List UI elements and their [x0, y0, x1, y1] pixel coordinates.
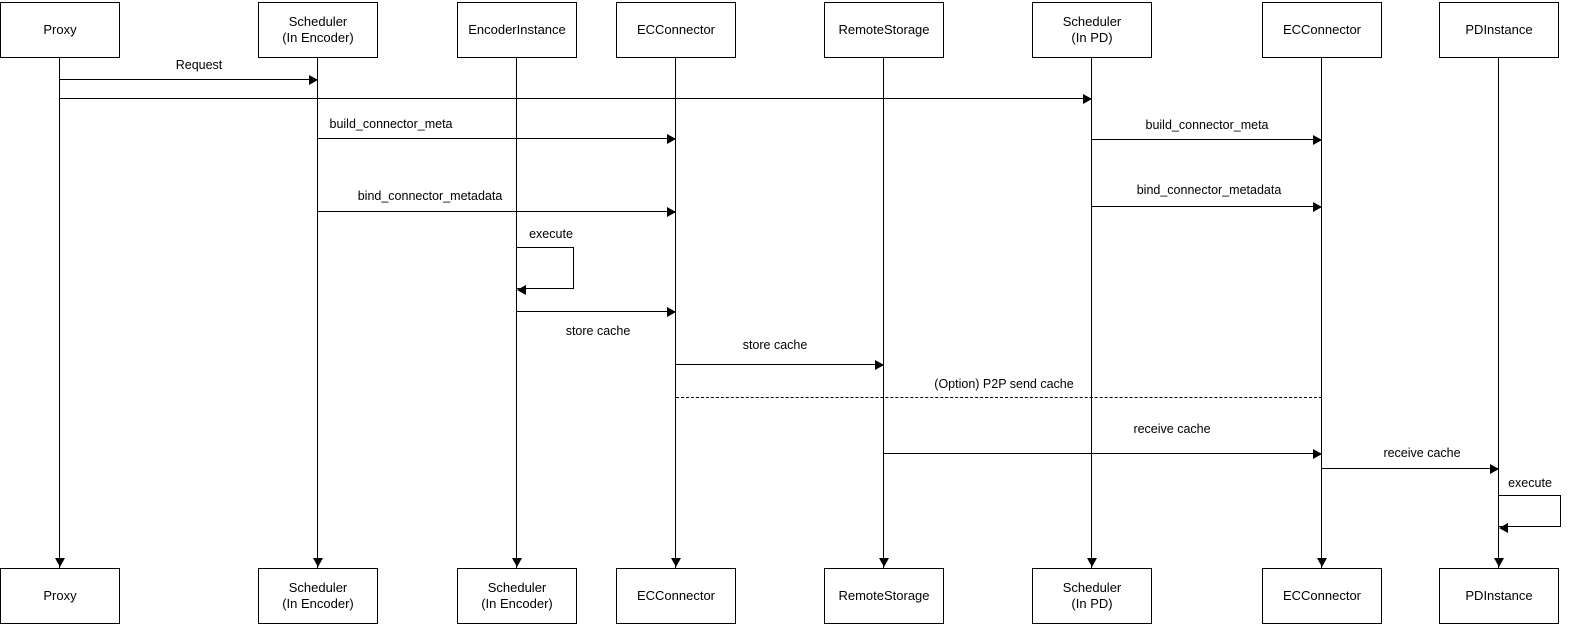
lifeline-ec-connector-pd — [1321, 58, 1323, 568]
self-message-loop-s2[interactable] — [1499, 495, 1561, 527]
message-line-m7[interactable] — [517, 311, 676, 312]
participant-bottom-encoder-instance[interactable]: Scheduler (In Encoder) — [457, 568, 577, 624]
lifeline-encoder-instance — [516, 58, 518, 568]
participant-bottom-pd-instance[interactable]: PDInstance — [1439, 568, 1559, 624]
participant-top-scheduler-pd[interactable]: Scheduler (In PD) — [1032, 2, 1152, 58]
message-arrowhead-m3 — [667, 133, 676, 144]
participant-bottom-scheduler-pd[interactable]: Scheduler (In PD) — [1032, 568, 1152, 624]
message-line-m4[interactable] — [1092, 139, 1322, 140]
message-line-m2[interactable] — [60, 98, 1092, 99]
lifeline-arrowhead-pd-instance — [1494, 558, 1504, 567]
message-label-m1: Request — [175, 58, 223, 72]
self-message-label-s1: execute — [529, 227, 573, 241]
lifeline-arrowhead-scheduler-enc — [313, 558, 323, 567]
message-label-m8: store cache — [742, 338, 808, 352]
message-arrowhead-m8 — [875, 359, 884, 370]
self-message-arrowhead-s1 — [517, 284, 526, 295]
self-message-label-s2: execute — [1508, 476, 1552, 490]
lifeline-proxy — [59, 58, 61, 568]
message-arrowhead-m4 — [1313, 134, 1322, 145]
message-label-m5: bind_connector_metadata — [357, 189, 503, 203]
lifeline-arrowhead-proxy — [55, 558, 65, 567]
message-label-m10: receive cache — [1133, 422, 1211, 436]
message-label-m3: build_connector_meta — [329, 117, 453, 131]
message-arrowhead-m11 — [1490, 463, 1499, 474]
participant-top-remote-storage[interactable]: RemoteStorage — [824, 2, 944, 58]
message-arrowhead-m10 — [1313, 448, 1322, 459]
participant-bottom-proxy[interactable]: Proxy — [0, 568, 120, 624]
participant-top-pd-instance[interactable]: PDInstance — [1439, 2, 1559, 58]
message-label-m6: bind_connector_metadata — [1136, 183, 1282, 197]
message-label-m11: receive cache — [1383, 446, 1461, 460]
lifeline-arrowhead-scheduler-pd — [1087, 558, 1097, 567]
self-message-arrowhead-s2 — [1499, 522, 1508, 533]
participant-bottom-remote-storage[interactable]: RemoteStorage — [824, 568, 944, 624]
message-label-m4: build_connector_meta — [1145, 118, 1269, 132]
message-arrowhead-m7 — [667, 306, 676, 317]
lifeline-scheduler-enc — [317, 58, 319, 568]
participant-top-ec-connector-pd[interactable]: ECConnector — [1262, 2, 1382, 58]
participant-bottom-ec-connector-enc[interactable]: ECConnector — [616, 568, 736, 624]
message-line-m1[interactable] — [60, 79, 318, 80]
participant-top-scheduler-enc[interactable]: Scheduler (In Encoder) — [258, 2, 378, 58]
lifeline-scheduler-pd — [1091, 58, 1093, 568]
lifeline-arrowhead-encoder-instance — [512, 558, 522, 567]
message-line-m9[interactable] — [676, 397, 1322, 398]
message-line-m11[interactable] — [1322, 468, 1499, 469]
message-line-m6[interactable] — [1092, 206, 1322, 207]
message-line-m10[interactable] — [884, 453, 1322, 454]
message-line-m5[interactable] — [318, 211, 676, 212]
message-line-m3[interactable] — [318, 138, 676, 139]
lifeline-arrowhead-remote-storage — [879, 558, 889, 567]
participant-top-encoder-instance[interactable]: EncoderInstance — [457, 2, 577, 58]
message-arrowhead-m1 — [309, 74, 318, 85]
message-arrowhead-m6 — [1313, 201, 1322, 212]
message-arrowhead-m2 — [1083, 93, 1092, 104]
message-arrowhead-m5 — [667, 206, 676, 217]
participant-bottom-ec-connector-pd[interactable]: ECConnector — [1262, 568, 1382, 624]
lifeline-arrowhead-ec-connector-pd — [1317, 558, 1327, 567]
lifeline-pd-instance — [1498, 58, 1500, 568]
lifeline-arrowhead-ec-connector-enc — [671, 558, 681, 567]
participant-top-proxy[interactable]: Proxy — [0, 2, 120, 58]
lifeline-remote-storage — [883, 58, 885, 568]
message-label-m7: store cache — [565, 324, 631, 338]
message-label-m9: (Option) P2P send cache — [934, 377, 1074, 391]
participant-bottom-scheduler-enc[interactable]: Scheduler (In Encoder) — [258, 568, 378, 624]
participant-top-ec-connector-enc[interactable]: ECConnector — [616, 2, 736, 58]
self-message-loop-s1[interactable] — [517, 247, 574, 289]
message-line-m8[interactable] — [676, 364, 884, 365]
